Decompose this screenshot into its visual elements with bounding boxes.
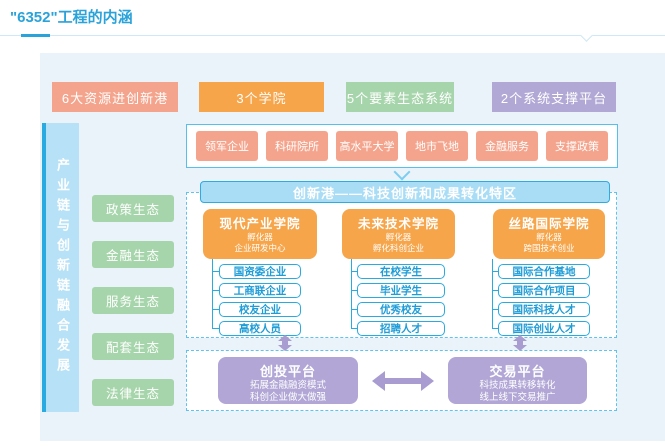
resources-container: 领军企业 科研院所 高水平大学 地市飞地 金融服务 支撑政策 bbox=[186, 124, 618, 168]
resource-universities: 高水平大学 bbox=[336, 131, 398, 161]
college-title: 丝路国际学院 bbox=[508, 217, 590, 231]
list-item: 毕业学生 bbox=[357, 283, 445, 298]
title-rule-notch-icon bbox=[580, 29, 593, 42]
list-item: 工商联企业 bbox=[219, 283, 301, 298]
college-subtitle: 跨国技术创业 bbox=[523, 243, 575, 254]
connector-line bbox=[212, 309, 219, 310]
resource-leading-enterprises: 领军企业 bbox=[196, 131, 258, 161]
college-modern-industry: 现代产业学院 孵化器 企业研发中心 bbox=[203, 209, 317, 259]
platform-venture: 创投平台 拓展金融融资模式 科创企业做大做强 bbox=[218, 357, 358, 404]
connector-line bbox=[212, 290, 219, 291]
innovation-harbour-banner: 创新港——科技创新和成果转化特区 bbox=[200, 181, 610, 203]
platform-trading: 交易平台 科技成果转移转化 线上线下交易推广 bbox=[448, 357, 587, 404]
industry-innovation-chain-bar: 产业链与创新链融合发展 bbox=[42, 123, 79, 412]
platform-title: 创投平台 bbox=[259, 364, 316, 379]
list-item: 高校人员 bbox=[219, 321, 301, 336]
ecosystem-finance: 金融生态 bbox=[92, 241, 174, 268]
college-silkroad-intl: 丝路国际学院 孵化器 跨国技术创业 bbox=[493, 209, 605, 259]
list-item: 在校学生 bbox=[357, 264, 445, 279]
platform-subtitle: 拓展金融融资模式 bbox=[249, 380, 326, 391]
college-subtitle: 孵化科创企业 bbox=[372, 243, 424, 254]
list-item: 招聘人才 bbox=[357, 321, 445, 336]
college-future-tech: 未来技术学院 孵化器 孵化科创企业 bbox=[342, 209, 455, 259]
connector-line bbox=[492, 290, 498, 291]
list-item: 国际合作项目 bbox=[498, 283, 590, 298]
platform-subtitle: 科技成果转移转化 bbox=[479, 380, 556, 391]
double-arrow-vertical-icon bbox=[278, 335, 292, 351]
resource-financial-services: 金融服务 bbox=[476, 131, 538, 161]
connector-line bbox=[351, 271, 357, 272]
platform-title: 交易平台 bbox=[489, 364, 546, 379]
page-title: "6352"工程的内涵 bbox=[10, 9, 133, 26]
double-arrow-horizontal-icon bbox=[372, 371, 434, 391]
category-ecosystems: 5个要素生态系统 bbox=[346, 82, 454, 112]
resource-support-policy: 支撑政策 bbox=[546, 131, 608, 161]
platform-subtitle: 科创企业做大做强 bbox=[249, 392, 326, 404]
connector-line bbox=[351, 259, 352, 329]
category-resources: 6大资源进创新港 bbox=[52, 82, 178, 112]
title-underline bbox=[0, 35, 665, 36]
college-subtitle: 孵化器 bbox=[385, 232, 412, 242]
connector-line bbox=[492, 259, 493, 329]
ecosystem-support: 配套生态 bbox=[92, 333, 174, 360]
college-subtitle: 孵化器 bbox=[247, 232, 273, 242]
ecosystem-legal: 法律生态 bbox=[92, 379, 174, 406]
connector-line bbox=[212, 271, 219, 272]
double-arrow-vertical-icon bbox=[513, 335, 527, 351]
connector-line bbox=[492, 271, 498, 272]
college-title: 未来技术学院 bbox=[357, 217, 439, 231]
list-item: 优秀校友 bbox=[357, 302, 445, 317]
connector-line bbox=[492, 328, 498, 329]
list-item: 国际创业人才 bbox=[498, 321, 590, 336]
connector-line bbox=[351, 309, 357, 310]
connector-line bbox=[212, 259, 213, 329]
connector-line bbox=[492, 309, 498, 310]
list-item: 国资委企业 bbox=[219, 264, 301, 279]
ecosystem-policy: 政策生态 bbox=[92, 195, 174, 222]
college-title: 现代产业学院 bbox=[219, 217, 301, 231]
list-item: 国际科技人才 bbox=[498, 302, 590, 317]
list-item: 国际合作基地 bbox=[498, 264, 590, 279]
list-item: 校友企业 bbox=[219, 302, 301, 317]
title-underline-accent bbox=[21, 34, 50, 37]
platform-subtitle: 线上线下交易推广 bbox=[479, 392, 556, 404]
resource-city-enclaves: 地市飞地 bbox=[406, 131, 468, 161]
vertical-bar-label: 产业链与创新链融合发展 bbox=[55, 157, 70, 378]
category-platforms: 2个系统支撑平台 bbox=[492, 82, 616, 112]
connector-line bbox=[351, 290, 357, 291]
college-subtitle: 企业研发中心 bbox=[234, 243, 286, 254]
category-colleges: 3个学院 bbox=[199, 82, 324, 112]
connector-line bbox=[351, 328, 357, 329]
resource-research-institutes: 科研院所 bbox=[266, 131, 328, 161]
connector-line bbox=[212, 328, 219, 329]
college-subtitle: 孵化器 bbox=[536, 232, 562, 242]
ecosystem-service: 服务生态 bbox=[92, 287, 174, 314]
